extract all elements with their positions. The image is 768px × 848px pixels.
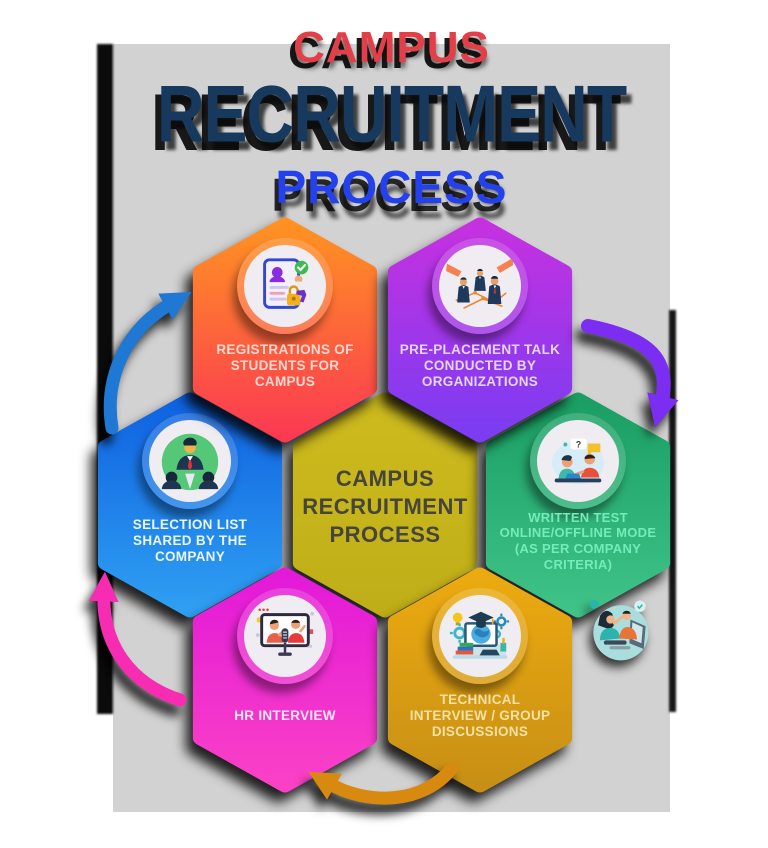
main-title: CAMPUS RECRUITMENT PROCESS	[113, 23, 670, 213]
online-interview-icon	[255, 608, 315, 656]
title-process: PROCESS	[275, 161, 508, 213]
icon-circle	[244, 245, 326, 327]
hexagon-shape	[485, 392, 671, 618]
icon-circle	[439, 595, 521, 677]
step-label: TECHNICAL INTERVIEW / GROUP DISCUSSIONS	[409, 691, 551, 740]
hexagon-center: CAMPUS RECRUITMENT PROCESS	[287, 389, 483, 621]
step-label: PRE-PLACEMENT TALK CONDUCTED BY ORGANIZA…	[399, 341, 561, 390]
hexagon-shape	[97, 392, 283, 618]
recruiters-picking-candidates-icon	[446, 257, 514, 310]
hexagon-hr-interview: HR INTERVIEW	[187, 564, 383, 796]
icon-pedestal: ?	[530, 413, 626, 509]
center-title: CAMPUS RECRUITMENT PROCESS	[302, 466, 468, 547]
step-label: REGISTRATIONS OF STUDENTS FOR CAMPUS	[216, 341, 354, 390]
step-label: HR INTERVIEW	[234, 707, 336, 723]
panel-right-shadow-bar	[669, 310, 676, 712]
teamwork-illustration-graphic	[590, 600, 649, 661]
hexagon-shape	[192, 217, 378, 443]
presenter-announcement-icon	[161, 433, 219, 491]
icon-circle	[149, 420, 231, 502]
icon-pedestal	[432, 238, 528, 334]
svg-text:?: ?	[576, 439, 581, 449]
hexagon-shape	[292, 392, 478, 618]
hexagon-shape	[192, 567, 378, 793]
technical-learning-icon	[449, 611, 510, 659]
hexagon-written-test: ? WRITTEN TEST ONLINE/OFFLINE MODE (AS P…	[480, 389, 676, 621]
icon-pedestal	[142, 413, 238, 509]
hexagon-shape	[387, 567, 573, 793]
registration-form-icon	[263, 258, 309, 309]
step-label: SELECTION LIST SHARED BY THE COMPANY	[132, 516, 248, 565]
teamwork-at-computer-illustration	[581, 590, 657, 668]
title-recruitment-row: RECRUITMENT	[113, 73, 670, 159]
icon-pedestal	[237, 238, 333, 334]
hexagon-technical-interview: TECHNICAL INTERVIEW / GROUP DISCUSSIONS	[382, 564, 578, 796]
title-campus: CAMPUS	[293, 23, 490, 72]
icon-circle: ?	[537, 420, 619, 502]
title-recruitment: RECRUITMENT	[156, 68, 627, 159]
step-label: WRITTEN TEST ONLINE/OFFLINE MODE (AS PER…	[499, 509, 657, 572]
icon-pedestal	[237, 588, 333, 684]
icon-circle	[439, 245, 521, 327]
icon-pedestal	[432, 588, 528, 684]
hexagon-shape	[387, 217, 573, 443]
hexagon-registrations: REGISTRATIONS OF STUDENTS FOR CAMPUS	[187, 214, 383, 446]
hexagon-pre-placement: PRE-PLACEMENT TALK CONDUCTED BY ORGANIZA…	[382, 214, 578, 446]
icon-circle	[244, 595, 326, 677]
hexagon-selection-list: SELECTION LIST SHARED BY THE COMPANY	[92, 389, 288, 621]
interview-discussion-icon: ?	[551, 438, 605, 485]
